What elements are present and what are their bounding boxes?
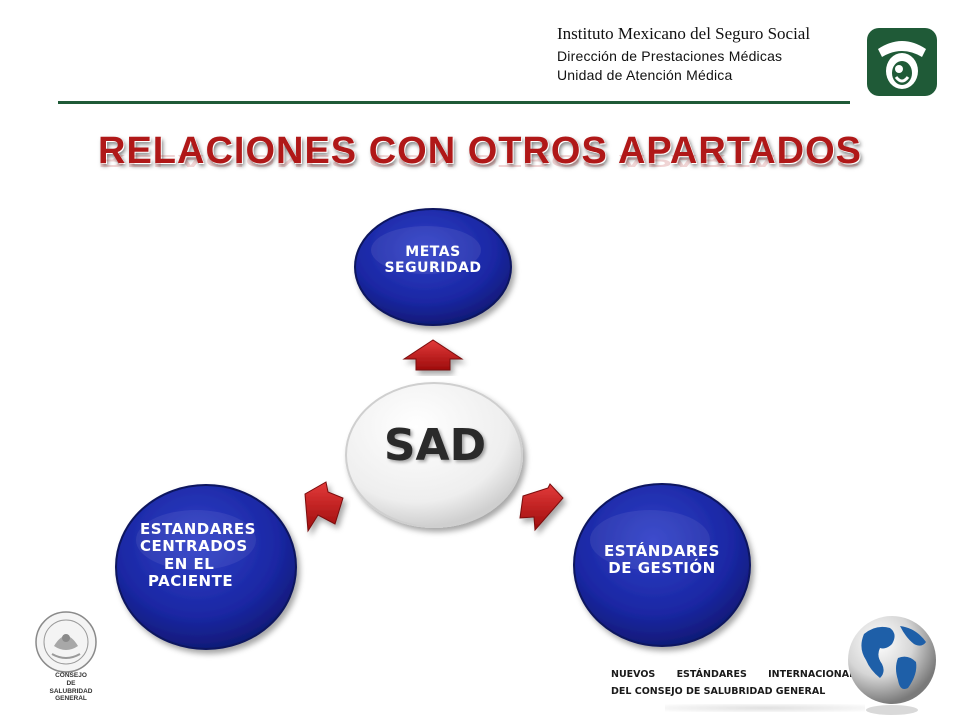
- consejo-label: CONSEJO DE SALUBRIDAD GENERAL: [38, 672, 104, 703]
- node-paciente-label: ESTANDARES CENTRADOS EN EL PACIENTE: [140, 520, 260, 590]
- consejo-line-2: DE: [66, 679, 76, 687]
- node-metas-label: METAS SEGURIDAD: [384, 244, 482, 277]
- arrow-up-icon: [402, 339, 464, 371]
- consejo-line-3: SALUBRIDAD GENERAL: [49, 687, 93, 703]
- paciente-line-2: CENTRADOS: [140, 537, 248, 556]
- footer-shadow: [665, 704, 865, 712]
- center-sad: [345, 382, 523, 528]
- header-divider: [58, 101, 850, 104]
- department-name: Dirección de Prestaciones Médicas: [557, 48, 783, 64]
- node-gestion-label: ESTÁNDARES DE GESTIÓN: [604, 542, 720, 578]
- mexican-seal-icon: [35, 611, 97, 673]
- imss-logo-icon: [867, 28, 937, 96]
- paciente-line-1: ESTANDARES: [140, 520, 256, 538]
- slide-title: RELACIONES CON OTROS APARTADOS: [98, 130, 862, 172]
- paciente-line-4: PACIENTE: [148, 571, 234, 590]
- footer-standards-line2: DEL CONSEJO DE SALUBRIDAD GENERAL: [611, 686, 826, 697]
- institution-name: Instituto Mexicano del Seguro Social: [557, 24, 811, 43]
- consejo-line-1: CONSEJO: [55, 672, 87, 679]
- node-metas-seguridad: [354, 208, 512, 326]
- paciente-line-3: EN EL: [164, 554, 215, 573]
- arrow-left-icon: [304, 481, 344, 533]
- footer-standards-line1: NUEVOS ESTÁNDARES INTERNACIONALES: [611, 669, 869, 680]
- node-estandares-paciente: [115, 484, 297, 650]
- center-sad-label: SAD: [383, 420, 487, 471]
- unit-name: Unidad de Atención Médica: [557, 67, 733, 83]
- node-estandares-gestion: [573, 483, 751, 647]
- arrow-right-icon: [519, 483, 564, 532]
- globe-icon: [848, 616, 936, 715]
